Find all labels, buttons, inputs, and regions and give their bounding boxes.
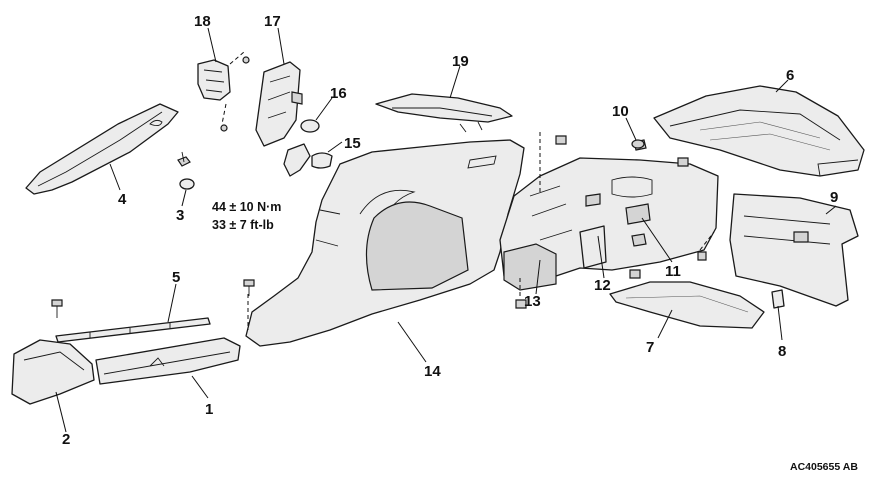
part-19-trim — [375, 93, 513, 133]
callout-11: 11 — [665, 263, 681, 280]
torque-spec: 44 ± 10 N·m 33 ± 7 ft-lb — [212, 200, 281, 232]
callout-8: 8 — [778, 343, 786, 360]
part-17-anchor-bracket — [255, 61, 303, 147]
figure-code: AC405655 AB — [790, 461, 858, 473]
callout-15: 15 — [344, 135, 361, 152]
part-18-bracket — [197, 51, 250, 132]
torque-imperial: 33 ± 7 ft-lb — [212, 218, 274, 232]
callout-2: 2 — [62, 431, 70, 448]
callout-13: 13 — [524, 293, 541, 310]
part-10-clip — [631, 139, 645, 149]
screw-icon — [51, 299, 63, 318]
callout-16: 16 — [330, 85, 347, 102]
callout-5: 5 — [172, 269, 180, 286]
screw-icon — [243, 279, 255, 296]
torque-metric: 44 ± 10 N·m — [212, 200, 281, 214]
callout-19: 19 — [452, 53, 469, 70]
part-9-end-trim — [729, 193, 859, 307]
part-2-kick-panel — [11, 339, 95, 405]
callout-10: 10 — [612, 103, 629, 120]
part-4-pillar-trim — [25, 103, 179, 195]
part-7-floor-mat — [609, 281, 765, 329]
callout-1: 1 — [205, 401, 213, 418]
callout-14: 14 — [424, 363, 441, 380]
part-16-cap — [300, 119, 320, 133]
part-11-fastener — [631, 233, 647, 247]
bolt-icon — [177, 151, 191, 167]
part-8-bracket — [771, 289, 785, 309]
part-15-anchor-bolt — [283, 143, 333, 177]
callout-18: 18 — [194, 13, 211, 30]
part-12-bracket — [579, 225, 607, 269]
callout-7: 7 — [646, 339, 654, 356]
part-14-quarter-trim — [243, 139, 525, 347]
part-3-clip — [179, 178, 195, 190]
callout-3: 3 — [176, 207, 184, 224]
callout-6: 6 — [786, 67, 794, 84]
callout-labels: 1 2 3 4 5 6 7 8 9 10 11 12 13 14 15 16 1… — [62, 13, 838, 448]
part-5-scuff-strip — [55, 317, 211, 343]
callout-4: 4 — [118, 191, 127, 208]
callout-17: 17 — [264, 13, 281, 30]
part-13-trunk-side-trim — [499, 157, 719, 291]
part-6-rear-shelf — [653, 85, 865, 177]
leader-lines — [55, 27, 837, 433]
callout-9: 9 — [830, 189, 838, 206]
part-1-sill-plate — [95, 337, 241, 385]
callout-12: 12 — [594, 277, 611, 294]
